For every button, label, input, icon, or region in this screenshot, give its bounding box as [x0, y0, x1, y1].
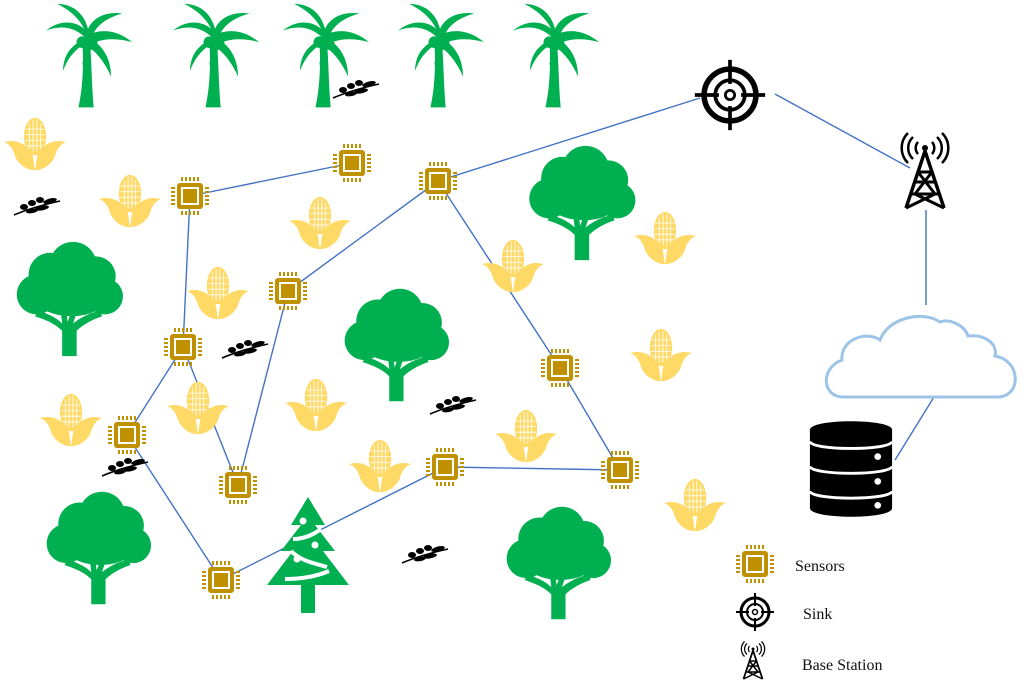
tree-icon — [16, 241, 123, 357]
corn-icon — [494, 409, 558, 463]
grain-icon — [101, 457, 149, 477]
field-scenery — [3, 3, 727, 620]
corn-icon — [186, 266, 250, 320]
legend-base-station-icon — [740, 641, 766, 680]
network-link — [287, 180, 439, 292]
legend-sink-icon — [734, 592, 776, 632]
tree-icon — [46, 491, 152, 605]
sensor-chip-icon[interactable] — [218, 465, 258, 505]
palm-tree-icon — [512, 3, 600, 108]
corn-icon — [633, 211, 697, 265]
network-link — [437, 97, 701, 182]
network-link — [220, 466, 446, 581]
legend: Sensors Sink Base Station — [734, 544, 882, 680]
corn-icon — [98, 174, 162, 228]
corn-icon — [166, 381, 230, 435]
legend-sensor-icon — [735, 544, 775, 584]
network-link — [559, 367, 621, 471]
network-link — [237, 290, 289, 486]
corn-icon — [288, 196, 352, 250]
corn-icon — [663, 478, 727, 532]
sensor-chip-icon[interactable] — [268, 271, 308, 311]
sensor-chip-icon[interactable] — [201, 560, 241, 600]
corn-icon — [3, 117, 67, 171]
database-server-icon[interactable] — [808, 419, 894, 519]
network-link — [774, 93, 911, 169]
pine-tree-icon — [267, 497, 349, 613]
sensor-chip-icon[interactable] — [332, 143, 372, 183]
infrastructure — [695, 60, 1017, 519]
legend-label-sink: Sink — [803, 606, 832, 623]
tree-icon — [529, 145, 636, 261]
corn-icon — [348, 439, 412, 493]
corn-icon — [284, 378, 348, 432]
sensor-chip-icon[interactable] — [107, 415, 147, 455]
sensor-chip-icon[interactable] — [540, 348, 580, 388]
sink-node-icon[interactable] — [695, 60, 765, 130]
base-station-icon[interactable] — [900, 132, 950, 210]
network-link — [182, 195, 191, 348]
corn-icon — [629, 328, 693, 382]
network-links — [126, 93, 935, 581]
tree-icon — [506, 506, 612, 620]
tree-icon — [344, 288, 450, 402]
cloud-icon[interactable] — [824, 314, 1017, 399]
palm-tree-icon — [172, 3, 260, 108]
grain-icon — [429, 395, 477, 415]
legend-label-base-station: Base Station — [802, 657, 882, 674]
corn-icon — [481, 239, 545, 293]
network-link — [126, 346, 184, 436]
network-link — [894, 396, 935, 461]
grain-icon — [332, 79, 380, 99]
grain-icon — [221, 339, 269, 359]
sensor-chip-icon[interactable] — [418, 161, 458, 201]
network-link — [444, 466, 621, 471]
corn-icon — [39, 393, 103, 447]
palm-tree-icon — [45, 3, 133, 108]
network-link — [189, 162, 353, 197]
legend-label-sensors: Sensors — [795, 558, 845, 575]
grain-icon — [13, 196, 61, 216]
grain-icon — [401, 544, 449, 564]
palm-tree-icon — [397, 3, 485, 108]
